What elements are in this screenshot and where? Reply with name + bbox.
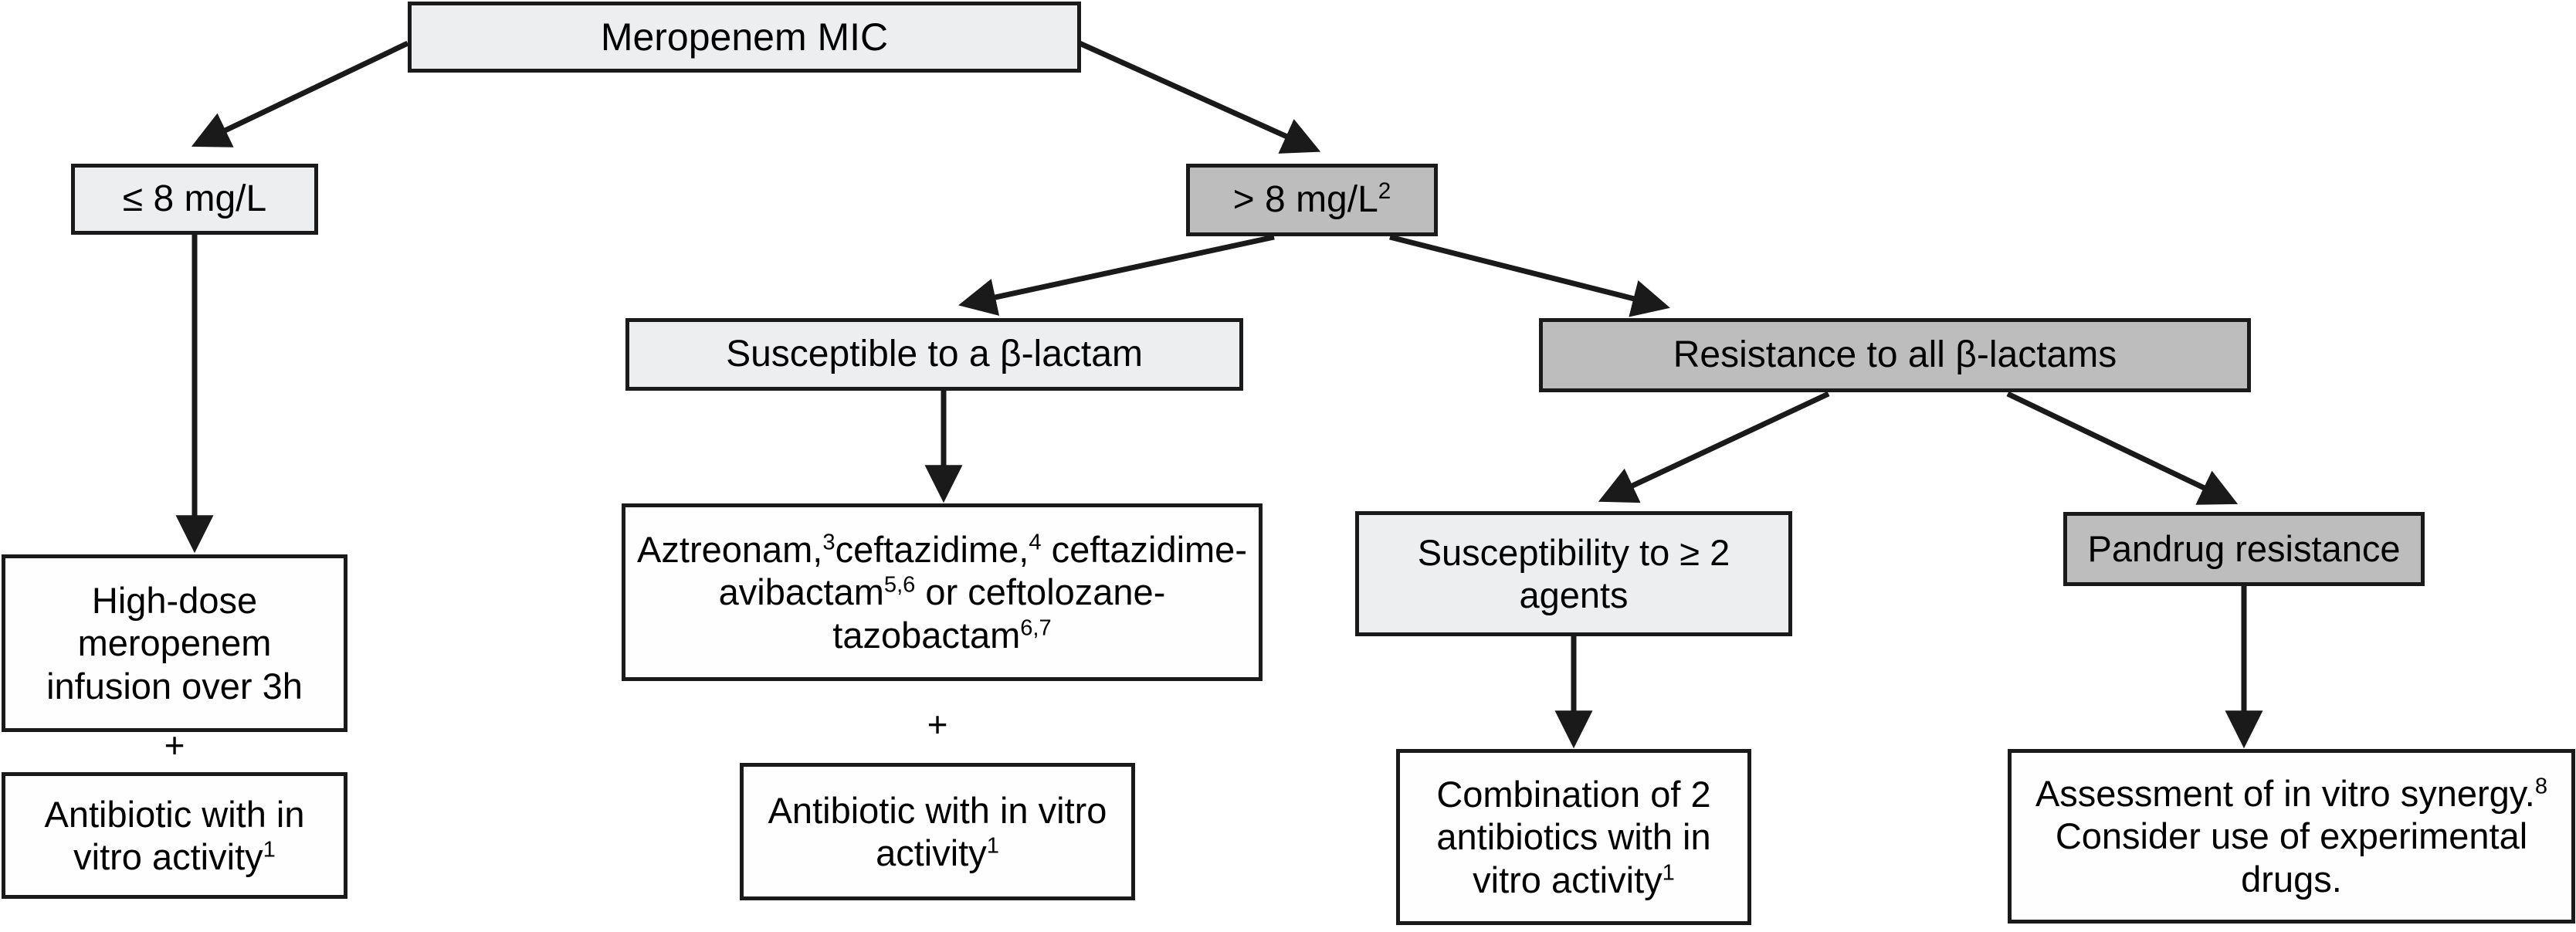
node-antibiotic-in-vitro-middle-superscript: 1 [986, 833, 999, 859]
node-beta-lactam-options-sup3: 6,7 [1020, 615, 1052, 641]
node-assessment-synergy-superscript: 8 [2534, 774, 2548, 799]
node-pandrug-resistance[interactable]: Pandrug resistance [2063, 512, 2425, 586]
node-resistance-all-beta-lactams-label: Resistance to all β-lactams [1673, 334, 2117, 375]
node-pandrug-resistance-label: Pandrug resistance [2087, 528, 2401, 570]
node-combination-two-antibiotics-superscript: 1 [1662, 860, 1675, 886]
node-antibiotic-in-vitro-middle-label: Antibiotic with in vitro activity [768, 789, 1107, 873]
node-beta-lactam-options[interactable]: Aztreonam,3ceftazidime,4 ceftazidime-avi… [622, 503, 1263, 681]
edge-root-to-mic-high [1078, 40, 1321, 154]
edge-mic-high-to-resistance [1389, 234, 1670, 317]
node-high-dose-meropenem[interactable]: High-dose meropenem infusion over 3h [2, 554, 347, 732]
node-susceptibility-two-agents[interactable]: Susceptibility to ≥ 2 agents [1355, 511, 1792, 636]
node-mic-high-label: > 8 mg/L [1232, 178, 1378, 220]
node-antibiotic-in-vitro-middle[interactable]: Antibiotic with in vitro activity1 [740, 763, 1135, 900]
node-beta-lactam-options-line2a: ceftazidime-avibactam [718, 528, 1247, 613]
node-beta-lactam-options-sup1b: 4 [1029, 530, 1042, 555]
edge-mic-high-to-susceptible [958, 234, 1275, 316]
node-beta-lactam-options-line2b: or [915, 571, 958, 613]
node-meropenem-mic-label: Meropenem MIC [600, 15, 889, 59]
node-beta-lactam-options-sup2: 5,6 [883, 572, 916, 598]
node-mic-low[interactable]: ≤ 8 mg/L [71, 164, 318, 235]
node-susceptible-beta-lactam-label: Susceptible to a β-lactam [726, 333, 1143, 374]
node-resistance-all-beta-lactams[interactable]: Resistance to all β-lactams [1539, 318, 2251, 392]
edge-resistance-to-susceptibility [1598, 391, 1830, 503]
node-mic-high[interactable]: > 8 mg/L2 [1186, 164, 1438, 236]
edge-resistance-to-pandrug [2006, 391, 2239, 505]
node-susceptibility-two-agents-label: Susceptibility to ≥ 2 agents [1417, 531, 1730, 615]
node-mic-low-label: ≤ 8 mg/L [122, 178, 267, 219]
node-susceptible-beta-lactam[interactable]: Susceptible to a β-lactam [625, 318, 1243, 391]
node-combination-two-antibiotics-label: Combination of 2 antibiotics with in vit… [1436, 773, 1711, 900]
node-assessment-synergy-label-b: Consider use of experimental drugs. [2055, 815, 2528, 900]
node-beta-lactam-options-line1a: Aztreonam, [637, 528, 823, 570]
node-high-dose-meropenem-label: High-dose meropenem infusion over 3h [46, 579, 303, 707]
node-antibiotic-in-vitro-left-superscript: 1 [263, 837, 276, 863]
node-assessment-synergy[interactable]: Assessment of in vitro synergy.8 Conside… [2008, 749, 2575, 924]
node-combination-two-antibiotics[interactable]: Combination of 2 antibiotics with in vit… [1396, 749, 1751, 925]
connector-plus-middle: + [927, 704, 948, 744]
node-mic-high-superscript: 2 [1378, 178, 1391, 204]
edge-root-to-mic-low [191, 40, 409, 147]
node-beta-lactam-options-sup1a: 3 [822, 530, 836, 555]
node-beta-lactam-options-line3a: ceftolozane-tazobactam [832, 571, 1166, 656]
node-antibiotic-in-vitro-left[interactable]: Antibiotic with in vitro activity1 [2, 772, 347, 899]
node-assessment-synergy-label-a: Assessment of in vitro synergy. [2035, 772, 2535, 814]
connector-plus-left: + [164, 725, 185, 765]
node-beta-lactam-options-line1b: ceftazidime, [835, 528, 1029, 570]
node-antibiotic-in-vitro-left-label: Antibiotic with in vitro activity [44, 793, 305, 877]
node-meropenem-mic[interactable]: Meropenem MIC [408, 2, 1081, 73]
